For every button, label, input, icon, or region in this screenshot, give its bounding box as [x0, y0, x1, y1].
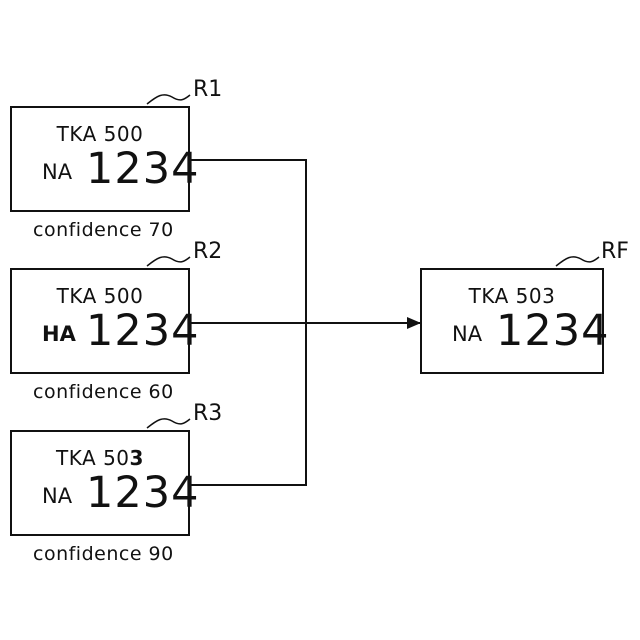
leader-rf — [556, 257, 599, 266]
leader-r3 — [147, 419, 190, 428]
plate-top-line: TKA 500 — [12, 284, 188, 308]
plate-reading-r1: TKA 500 NA 1234 — [10, 106, 190, 212]
plate-kana: HA — [42, 322, 76, 346]
plate-top-line: TKA 503 — [422, 284, 602, 308]
plate-top-line: TKA 503 — [12, 446, 188, 470]
plate-reading-r3: TKA 503 NA 1234 — [10, 430, 190, 536]
plate-top-prefix: TKA 50 — [57, 284, 130, 308]
plate-top-last-char: 0 — [130, 284, 143, 308]
leader-r2 — [147, 257, 190, 266]
plate-number: 1234 — [496, 306, 609, 356]
plate-top-prefix: TKA 50 — [56, 446, 129, 470]
confidence-r1: confidence 70 — [33, 219, 174, 241]
plate-number: 1234 — [86, 144, 199, 194]
plate-kana: NA — [452, 322, 482, 346]
plate-number: 1234 — [86, 306, 199, 356]
reference-label-r1: R1 — [193, 77, 222, 102]
reference-label-rf: RF — [601, 239, 629, 264]
reference-label-r3: R3 — [193, 401, 222, 426]
plate-top-line: TKA 500 — [12, 122, 188, 146]
plate-number: 1234 — [86, 468, 199, 518]
plate-result-rf: TKA 503 NA 1234 — [420, 268, 604, 374]
plate-top-last-char: 3 — [130, 446, 144, 470]
reference-label-r2: R2 — [193, 239, 222, 264]
plate-reading-r2: TKA 500 HA 1234 — [10, 268, 190, 374]
confidence-r3: confidence 90 — [33, 543, 174, 565]
plate-top-last-char: 0 — [130, 122, 143, 146]
confidence-r2: confidence 60 — [33, 381, 174, 403]
leader-r1 — [147, 95, 190, 104]
plate-kana: NA — [42, 160, 72, 184]
plate-kana: NA — [42, 484, 72, 508]
plate-top-prefix: TKA 50 — [57, 122, 130, 146]
